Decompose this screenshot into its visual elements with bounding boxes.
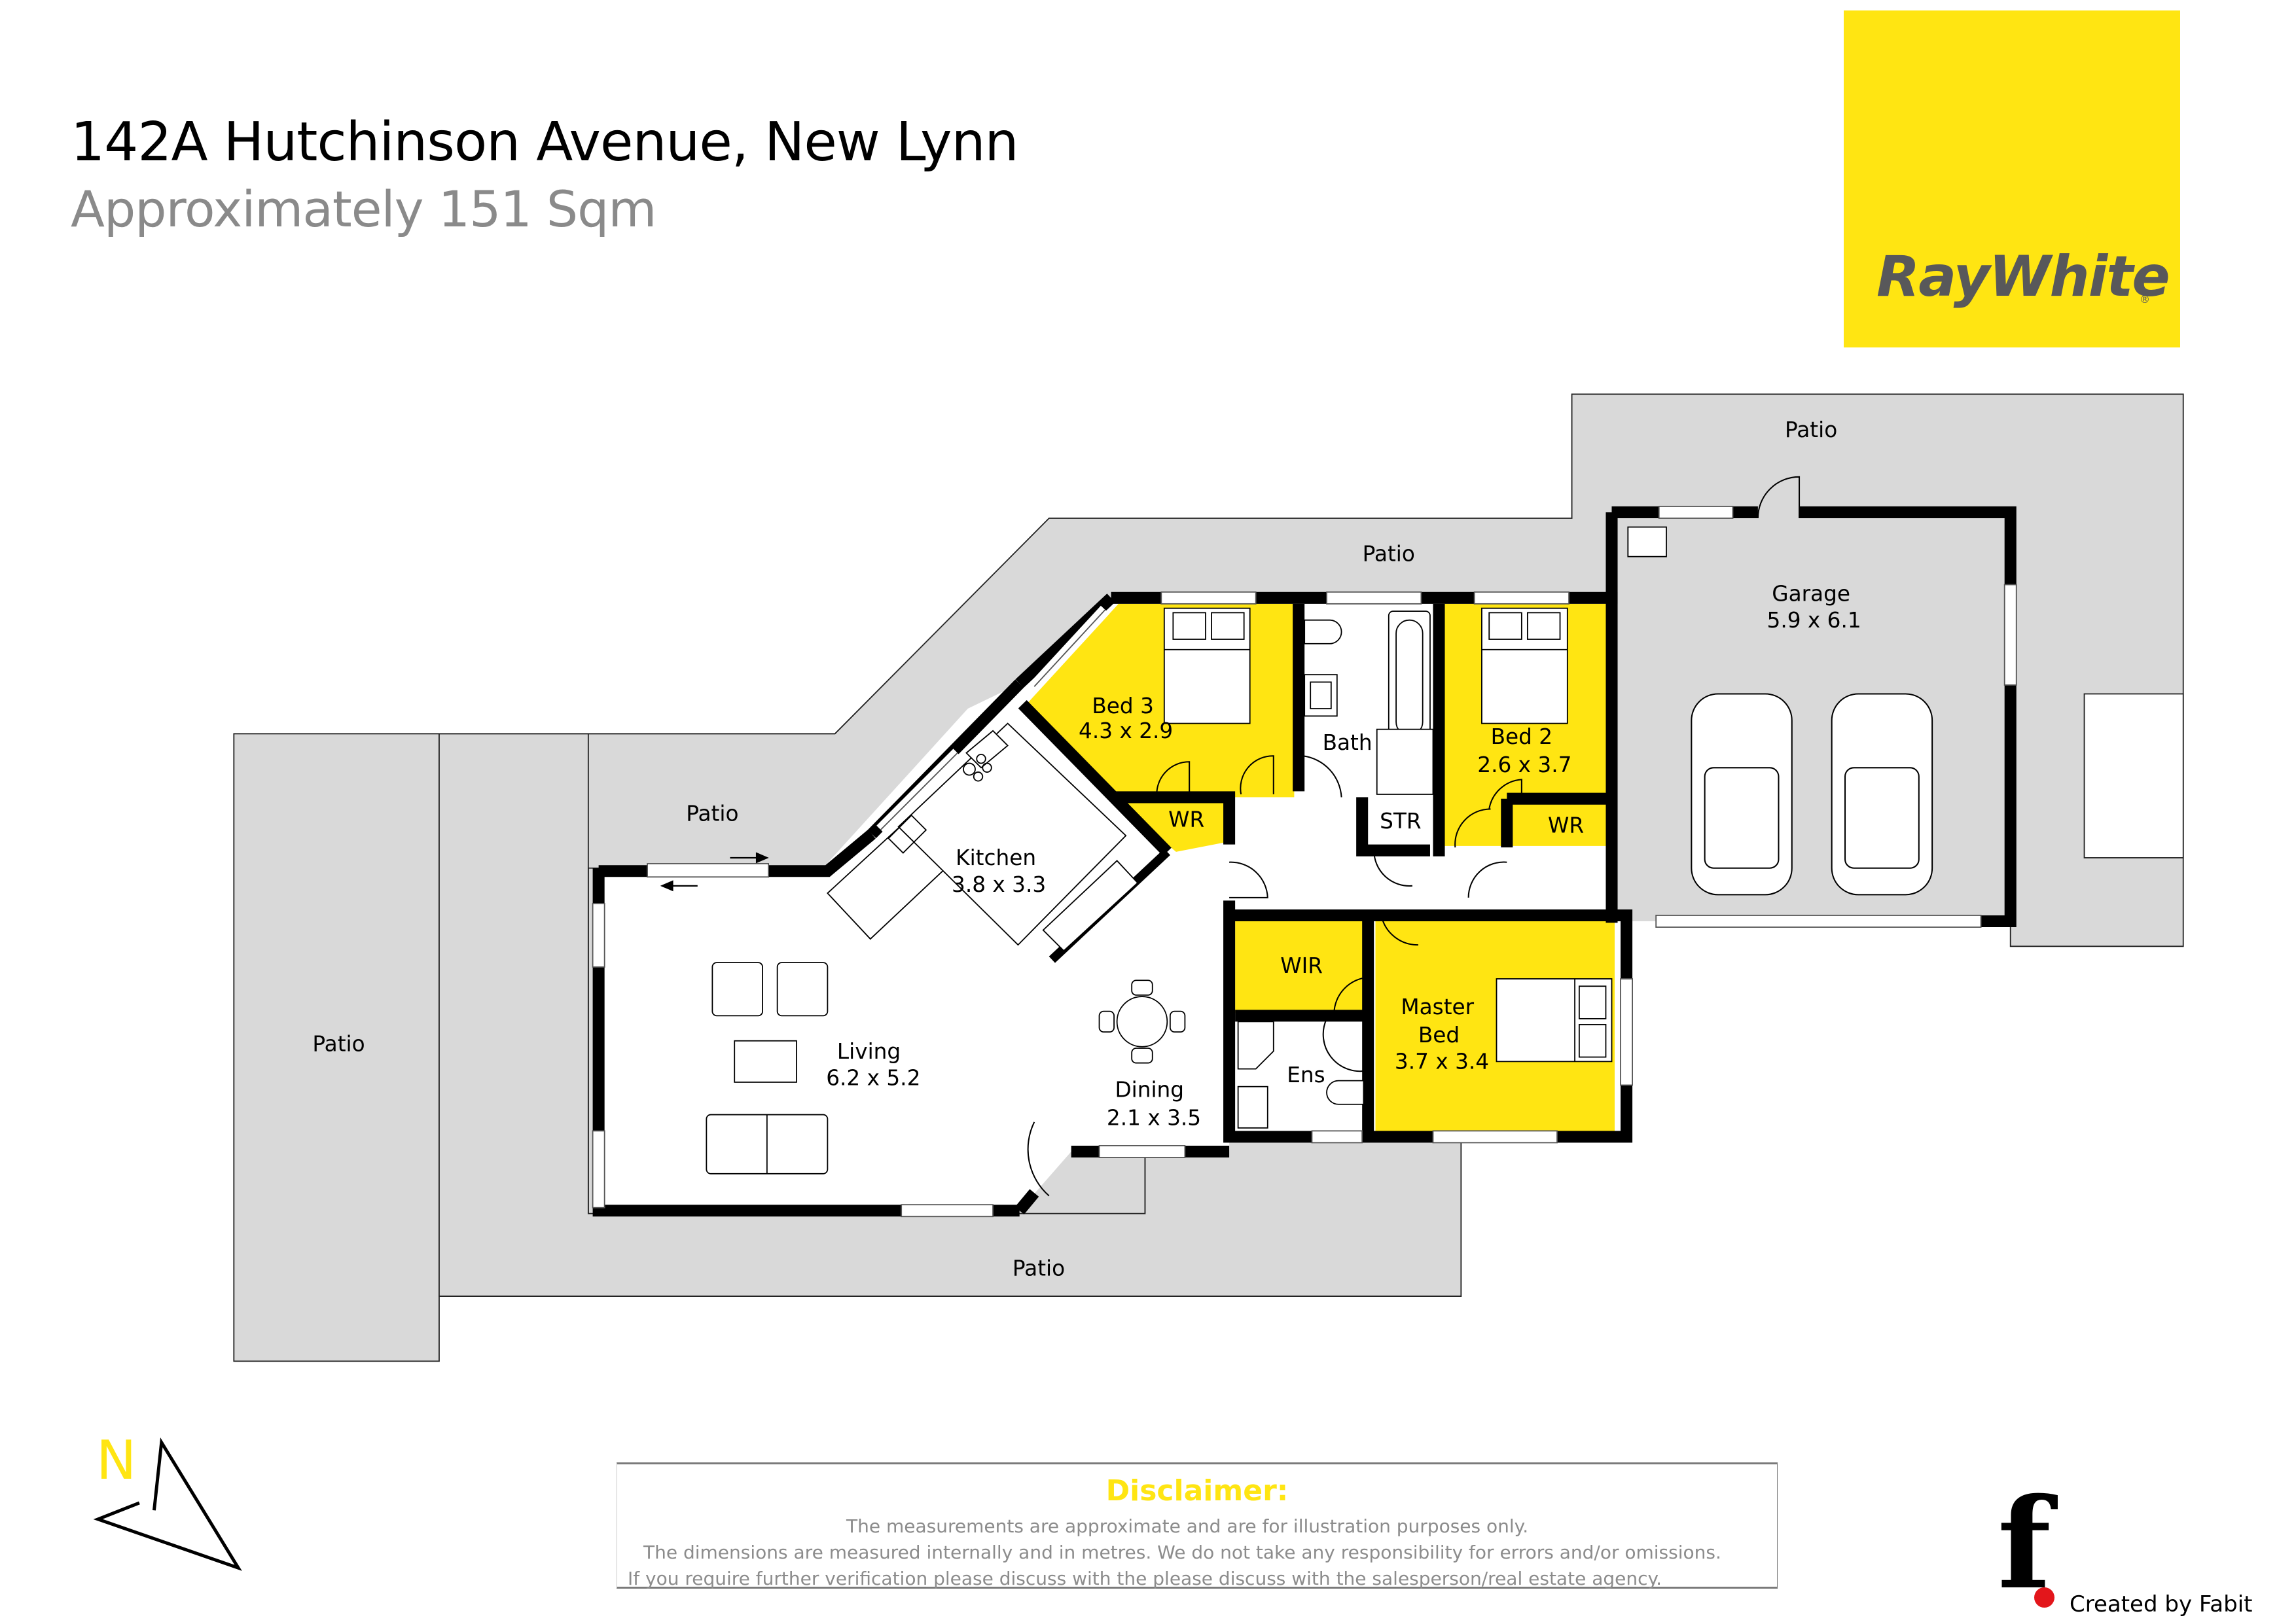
property-area: Approximately 151 Sqm xyxy=(71,180,656,238)
compass-arrow-icon xyxy=(93,1437,242,1571)
label-patio-west: Patio xyxy=(312,1032,365,1057)
disclaimer-line-1: The measurements are approximate and are… xyxy=(846,1515,1529,1537)
label-ens: Ens xyxy=(1287,1063,1325,1087)
kitchen-benches xyxy=(827,722,1139,952)
fabit-red-dot-icon xyxy=(2034,1587,2054,1608)
label-bed3-dims: 4.3 x 2.9 xyxy=(1079,718,1173,743)
label-patio-south: Patio xyxy=(1013,1256,1065,1280)
label-living-dims: 6.2 x 5.2 xyxy=(826,1065,920,1090)
fabit-logo-mark: f xyxy=(1998,1471,2051,1617)
label-patio-top: Patio xyxy=(1785,417,1837,442)
beds xyxy=(1163,607,1613,1063)
label-wr-2: WR xyxy=(1548,813,1584,838)
label-master-1: Master xyxy=(1401,995,1474,1019)
disclaimer-line-3: If you require further verification plea… xyxy=(628,1568,1662,1589)
label-bed3: Bed 3 xyxy=(1092,694,1154,718)
label-wr-1: WR xyxy=(1168,807,1204,832)
disclaimer-line-2: The dimensions are measured internally a… xyxy=(643,1542,1721,1563)
cars xyxy=(1691,693,1933,896)
patio-west xyxy=(233,733,440,1362)
label-wir: WIR xyxy=(1280,953,1323,978)
disclaimer-title: Disclaimer: xyxy=(1105,1474,1289,1508)
label-living: Living xyxy=(837,1039,901,1064)
label-patio-west-upper: Patio xyxy=(686,802,738,826)
label-master-dims: 3.7 x 3.4 xyxy=(1395,1050,1489,1074)
label-garage-dims: 5.9 x 6.1 xyxy=(1767,608,1861,633)
living-furniture xyxy=(706,962,1186,1174)
room-labels: Patio Patio Patio Patio Patio Bed 3 4.3 … xyxy=(312,417,1861,1281)
windows xyxy=(592,506,2017,1218)
label-dining-dims: 2.1 x 3.5 xyxy=(1107,1105,1201,1130)
property-address: 142A Hutchinson Avenue, New Lynn xyxy=(71,111,1019,173)
fabit-credit: Created by Fabit xyxy=(2070,1591,2253,1617)
label-master-2: Bed xyxy=(1418,1023,1460,1048)
registered-mark: ® xyxy=(2140,293,2150,306)
label-str: STR xyxy=(1380,809,1421,834)
compass-north-label: N xyxy=(96,1430,137,1492)
raywhite-logo-text: RayWhite xyxy=(1876,244,2170,309)
label-bed2-dims: 2.6 x 3.7 xyxy=(1477,752,1571,777)
kitchen-appliances xyxy=(888,754,992,854)
raywhite-logo: RayWhite ® xyxy=(1844,10,2180,347)
wir-fill xyxy=(1235,918,1369,1013)
label-bed2: Bed 2 xyxy=(1491,724,1553,749)
disclaimer-box: Disclaimer: The measurements are approxi… xyxy=(617,1462,1778,1589)
label-patio-north: Patio xyxy=(1363,541,1415,566)
bathroom-fixtures xyxy=(1237,526,1667,1129)
label-kitchen-dims: 3.8 x 3.3 xyxy=(952,872,1046,897)
label-dining: Dining xyxy=(1115,1077,1184,1102)
label-bath: Bath xyxy=(1323,730,1372,755)
label-garage: Garage xyxy=(1772,581,1850,606)
patio-inset xyxy=(2083,693,2184,858)
door-swings xyxy=(1027,476,1801,1197)
label-kitchen: Kitchen xyxy=(956,845,1036,870)
garage-floor xyxy=(1611,512,2011,921)
sliding-door-arrows xyxy=(660,852,769,892)
